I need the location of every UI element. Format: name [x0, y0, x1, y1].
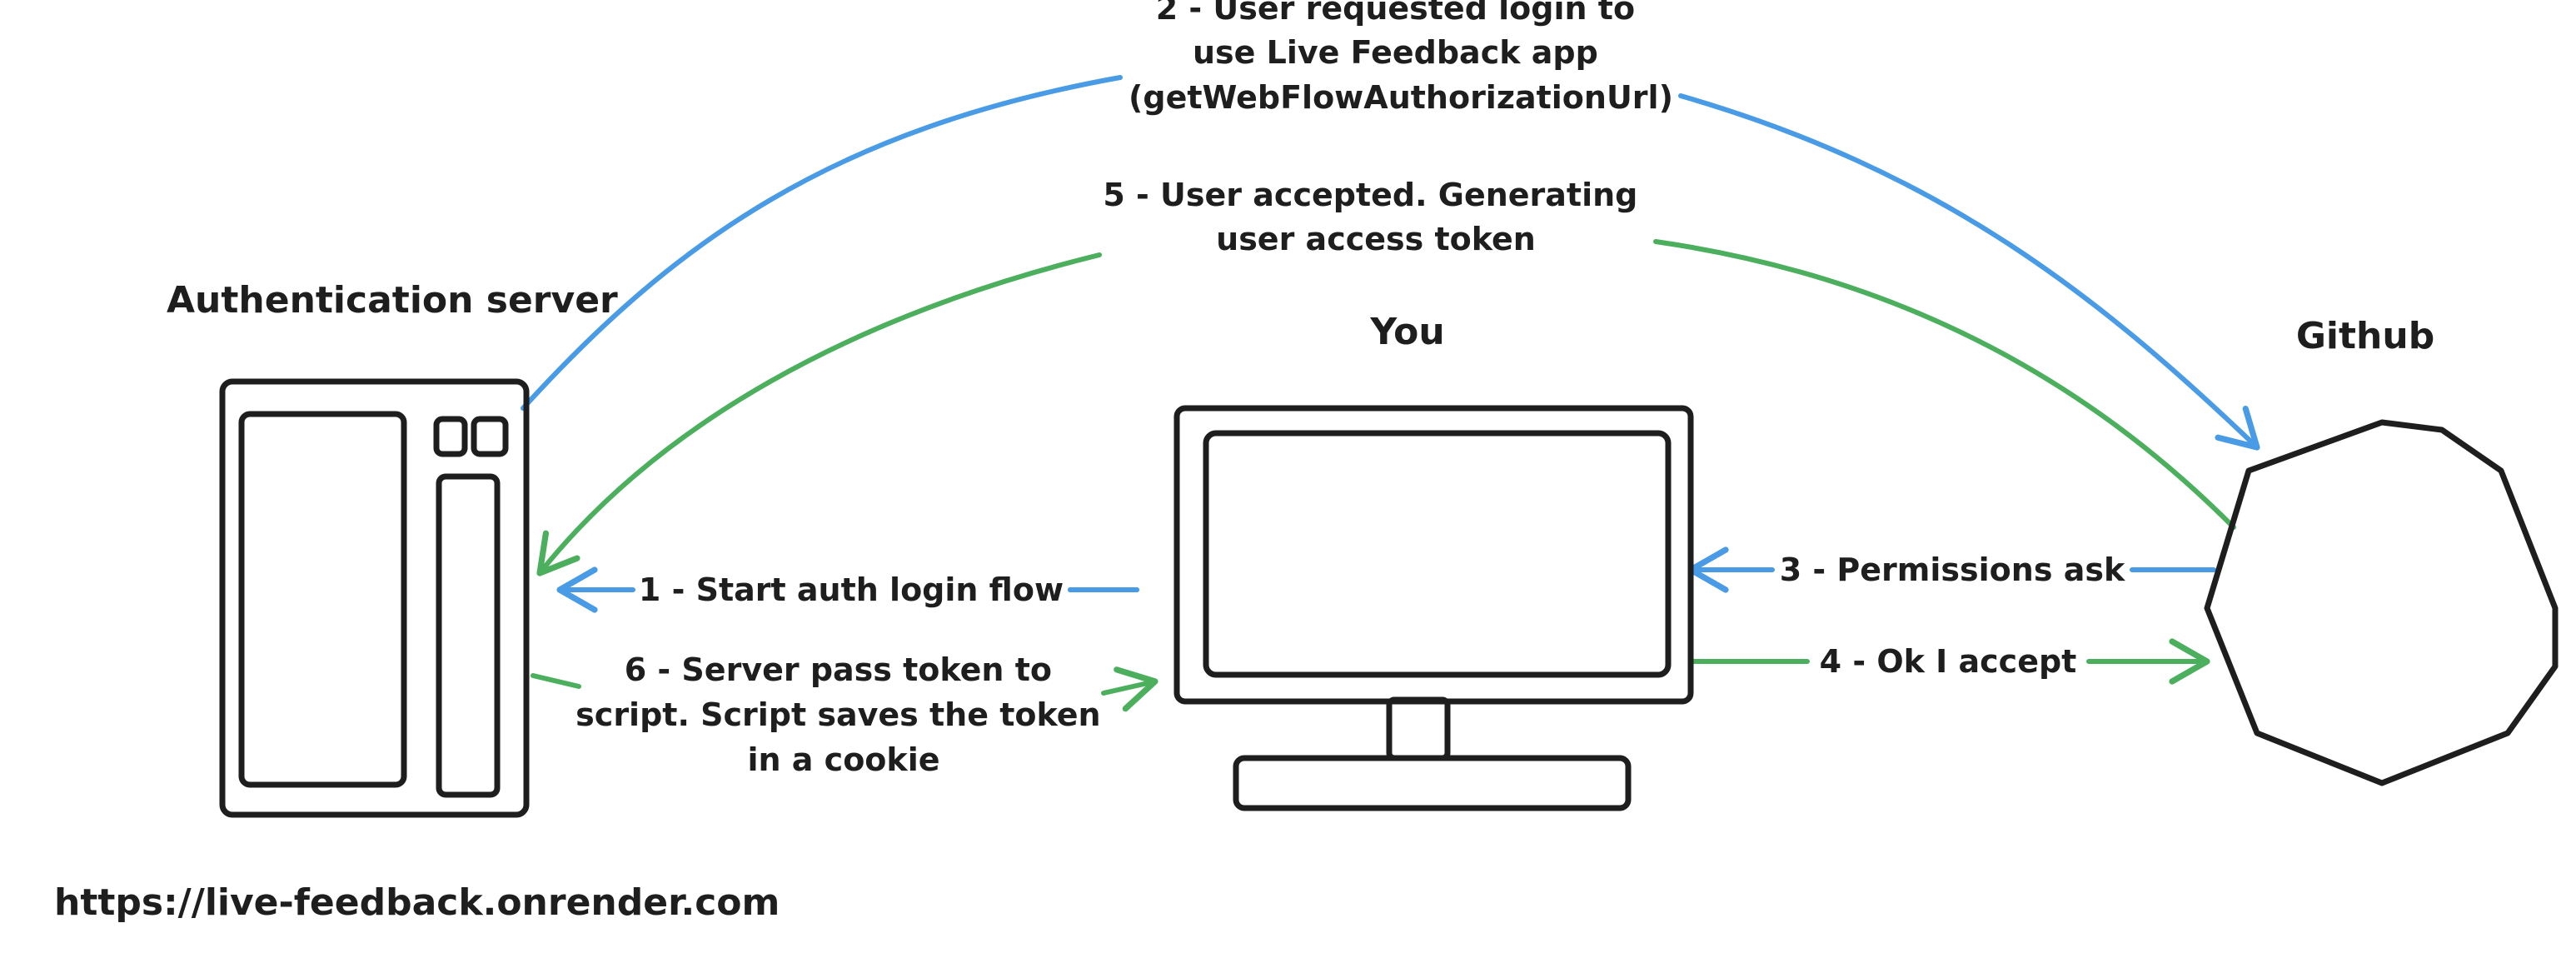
- arrow-step5-github-to-auth-right: [1653, 239, 2236, 530]
- server-icon: [219, 378, 530, 818]
- step6-label: 6 - Server pass token to script. Script …: [575, 651, 1112, 778]
- you-title: You: [1369, 311, 1444, 353]
- auth-server-url: https://live-feedback.onrender.com: [54, 881, 780, 924]
- monitor-icon: [1173, 405, 1694, 811]
- arrow-step6-auth-to-you-head: [1101, 666, 1158, 712]
- step2-label: 2 - User requested login to use Live Fee…: [1129, 0, 1673, 116]
- arrow-step2-auth-to-github-left: [521, 75, 1123, 411]
- step3-label: 3 - Permissions ask: [1780, 551, 2125, 588]
- arrow-step5-github-to-auth-left: [536, 252, 1102, 576]
- step1-label: 1 - Start auth login flow: [639, 571, 1064, 608]
- octagon-icon: [2204, 419, 2559, 786]
- github-title: Github: [2296, 315, 2434, 357]
- auth-server-title: Authentication server: [167, 279, 618, 322]
- arrow-step2-auth-to-github-right: [1678, 93, 2260, 451]
- step4-label: 4 - Ok I accept: [1820, 643, 2077, 680]
- arrow-step6-auth-to-you-tail: [531, 673, 581, 689]
- step5-label: 5 - User accepted. Generating user acces…: [1103, 177, 1648, 257]
